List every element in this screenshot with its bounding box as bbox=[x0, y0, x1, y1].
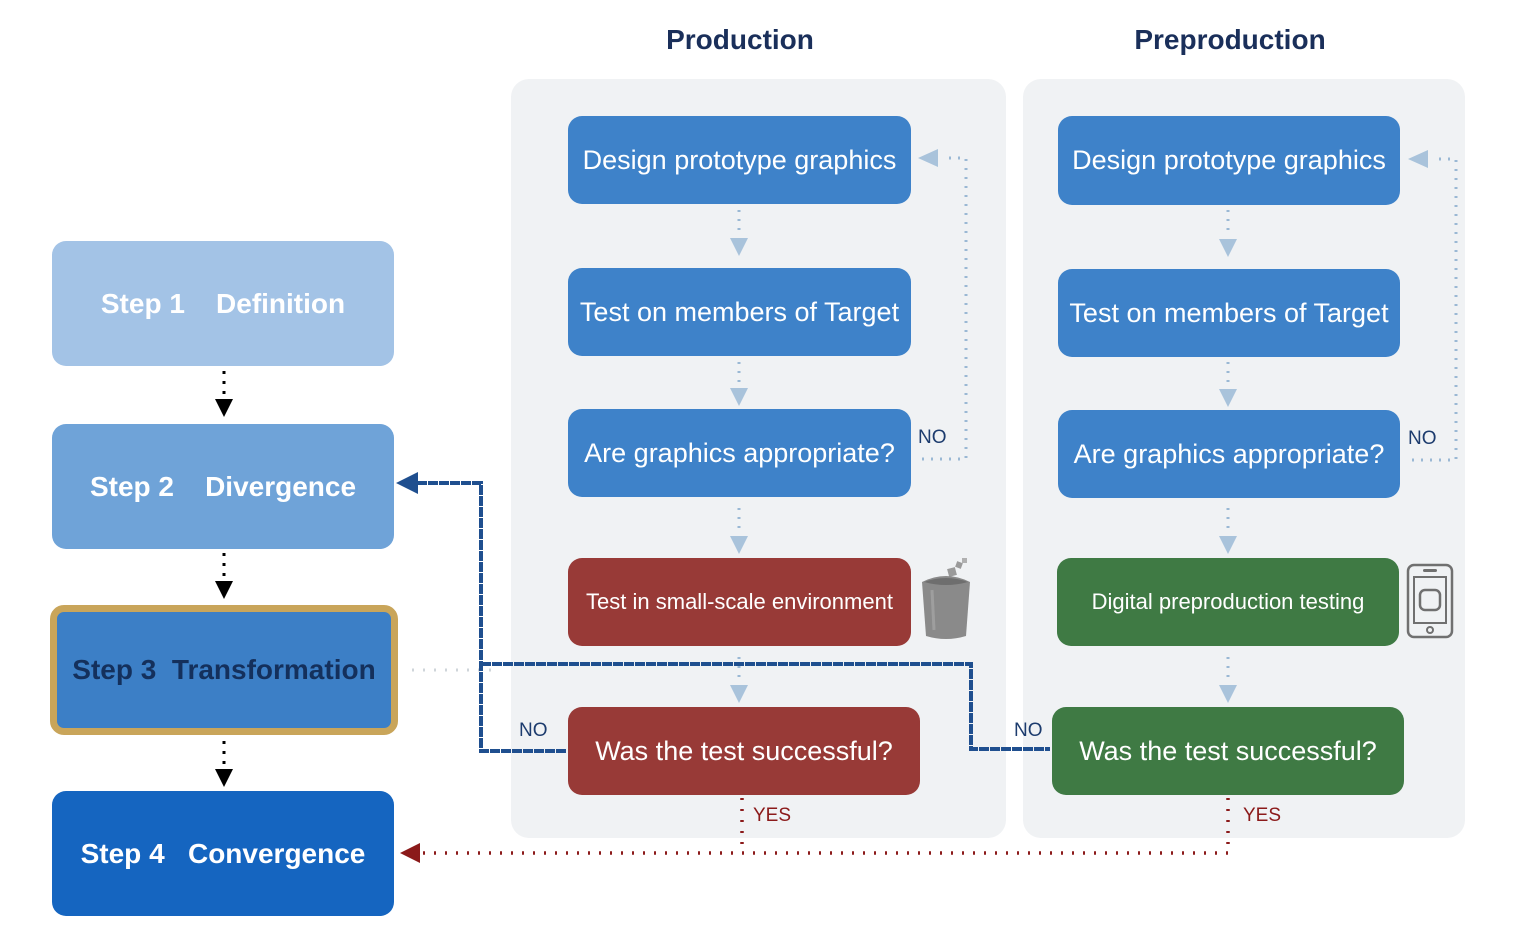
preproduction-appropriate-box[interactable]: Are graphics appropriate? bbox=[1058, 410, 1400, 498]
preproduction-env-test-box[interactable]: Digital preproduction testing bbox=[1057, 558, 1399, 646]
step-4-convergence[interactable]: Step 4 Convergence bbox=[52, 791, 394, 916]
step-2-divergence[interactable]: Step 2 Divergence bbox=[52, 424, 394, 549]
step-1-definition[interactable]: Step 1 Definition bbox=[52, 241, 394, 366]
preproduction-successful-no-label: NO bbox=[1014, 720, 1043, 741]
production-title: Production bbox=[666, 24, 814, 55]
production-appropriate-box[interactable]: Are graphics appropriate? bbox=[568, 409, 911, 497]
production-appropriate-no-label: NO bbox=[918, 427, 947, 448]
production-test-target-box[interactable]: Test on members of Target bbox=[568, 268, 911, 356]
production-env-test-box[interactable]: Test in small-scale environment bbox=[568, 558, 911, 646]
trash-can-icon bbox=[922, 558, 970, 639]
production-design-box[interactable]: Design prototype graphics bbox=[568, 116, 911, 204]
step-3-transformation[interactable]: Step 3 Transformation bbox=[50, 605, 398, 735]
preproduction-yes-label: YES bbox=[1243, 805, 1282, 826]
preproduction-successful-box[interactable]: Was the test successful? bbox=[1052, 707, 1404, 795]
preproduction-test-target-box[interactable]: Test on members of Target bbox=[1058, 269, 1400, 357]
production-successful-no-label: NO bbox=[519, 720, 548, 741]
smartphone-icon bbox=[1406, 563, 1454, 639]
preproduction-appropriate-no-label: NO bbox=[1408, 428, 1437, 449]
preproduction-design-box[interactable]: Design prototype graphics bbox=[1058, 116, 1400, 205]
production-successful-box[interactable]: Was the test successful? bbox=[568, 707, 920, 795]
production-yes-label: YES bbox=[753, 805, 792, 826]
preproduction-title: Preproduction bbox=[1134, 24, 1326, 55]
